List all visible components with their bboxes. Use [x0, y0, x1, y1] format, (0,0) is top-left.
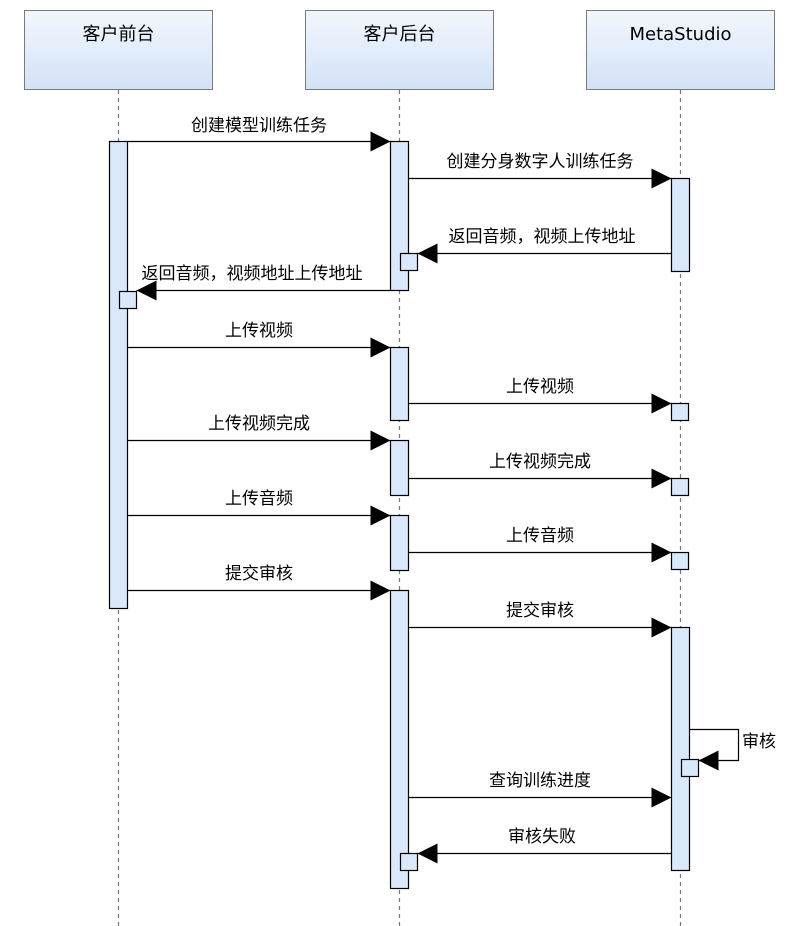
message-2-label: 创建分身数字人训练任务: [447, 152, 634, 172]
activation-bar-meta-1: [670, 177, 691, 273]
message-11: 提交审核: [127, 564, 391, 601]
participant-back: 客户后台: [305, 10, 494, 90]
message-3-label: 返回音频，视频上传地址: [449, 227, 636, 247]
participant-front: 客户前台: [24, 10, 213, 90]
return-box-front-1: [118, 290, 138, 310]
message-6: 上传视频: [408, 377, 672, 414]
message-8-label: 上传视频完成: [489, 452, 591, 472]
message-1: 创建模型训练任务: [127, 116, 391, 152]
message-2: 创建分身数字人训练任务: [408, 152, 672, 189]
message-15: 审核失败: [417, 827, 672, 864]
message-9: 上传音频: [127, 489, 391, 526]
message-4-label: 返回音频，视频地址上传地址: [142, 264, 363, 284]
message-7-label: 上传视频完成: [208, 414, 310, 434]
message-3: 返回音频，视频上传地址: [417, 227, 672, 264]
message-1-label: 创建模型训练任务: [191, 116, 327, 136]
return-box-back-2: [399, 852, 419, 872]
participant-meta-label: MetaStudio: [629, 24, 731, 45]
message-4: 返回音频，视频地址上传地址: [136, 264, 391, 301]
activation-bar-front-main: [108, 140, 129, 610]
message-9-label: 上传音频: [225, 489, 293, 509]
self-call-box-meta: [680, 758, 700, 778]
participant-front-label: 客户前台: [83, 24, 155, 45]
receive-box-meta-1: [670, 402, 690, 422]
participant-meta: MetaStudio: [586, 10, 775, 90]
receive-box-meta-2: [670, 477, 690, 497]
message-13-self: 审核: [689, 728, 776, 771]
message-15-label: 审核失败: [508, 827, 576, 847]
activation-bar-back-3: [389, 439, 410, 497]
activation-bar-back-5: [389, 589, 410, 890]
message-14-label: 查询训练进度: [489, 771, 591, 791]
message-6-label: 上传视频: [506, 377, 574, 397]
message-5: 上传视频: [127, 321, 391, 358]
activation-bar-back-4: [389, 514, 410, 572]
return-box-back-1: [399, 252, 419, 272]
message-12-label: 提交审核: [506, 601, 574, 621]
activation-bar-meta-2: [670, 626, 691, 872]
message-11-label: 提交审核: [225, 564, 293, 584]
message-12: 提交审核: [408, 601, 672, 638]
message-7: 上传视频完成: [127, 414, 391, 451]
participant-back-label: 客户后台: [364, 24, 436, 45]
message-8: 上传视频完成: [408, 452, 672, 489]
message-13-label: 审核: [742, 732, 776, 752]
activation-bar-back-2: [389, 346, 410, 422]
receive-box-meta-3: [670, 551, 690, 571]
message-10: 上传音频: [408, 526, 672, 563]
message-5-label: 上传视频: [225, 321, 293, 341]
message-10-label: 上传音频: [506, 526, 574, 546]
message-14: 查询训练进度: [408, 771, 672, 808]
